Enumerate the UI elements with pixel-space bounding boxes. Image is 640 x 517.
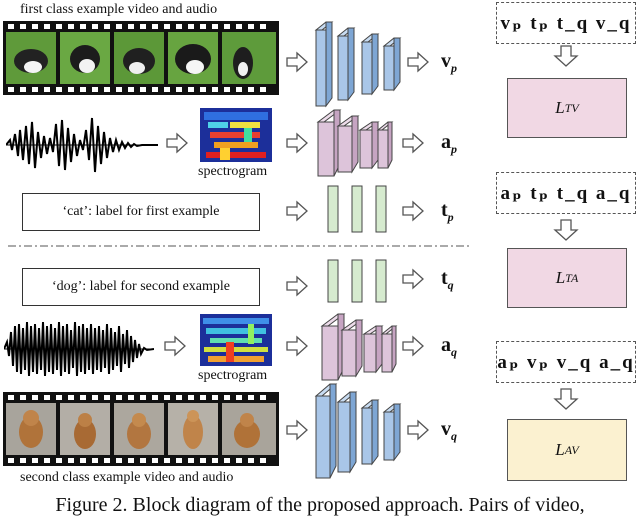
arrow-label-cat-icon	[286, 201, 308, 221]
arrow-spec-1-icon	[286, 133, 308, 153]
spectrogram-2-caption: spectrogram	[198, 368, 268, 383]
label-box-cat: ‘cat’: label for first example	[22, 193, 260, 231]
output-vp: vp	[441, 50, 457, 75]
audio-network-2	[320, 313, 398, 381]
output-vq: vq	[441, 418, 457, 443]
arrow-out-vq-icon	[407, 420, 429, 440]
separator-line	[8, 245, 472, 247]
pair-box-tv: vₚ tₚ t_q v_q	[496, 2, 636, 44]
first-video-caption: first class example video and audio	[20, 2, 218, 17]
arrow-video-2-icon	[286, 420, 308, 440]
pair-box-av: aₚ vₚ v_q a_q	[496, 341, 636, 383]
label-box-dog: ‘dog’: label for second example	[22, 268, 260, 306]
spectrogram-2	[200, 314, 272, 366]
pair-box-ta: aₚ tₚ t_q a_q	[496, 172, 636, 214]
audio-waveform-2	[4, 321, 154, 377]
arrow-out-ap-icon	[402, 133, 424, 153]
spectrogram-1	[200, 108, 272, 162]
arrow-out-tq-icon	[402, 269, 424, 289]
arrow-down-ta-icon	[554, 219, 578, 241]
output-tq: tq	[441, 267, 454, 292]
video-network-2	[314, 383, 402, 479]
arrow-video-1-icon	[286, 52, 308, 72]
arrow-down-av-icon	[554, 388, 578, 410]
video-network-1	[314, 21, 402, 108]
arrow-wave-1-icon	[166, 133, 188, 153]
arrow-spec-2-icon	[286, 336, 308, 356]
arrow-out-vp-icon	[407, 52, 429, 72]
text-network-2	[327, 259, 387, 303]
arrow-out-tp-icon	[402, 201, 424, 221]
arrow-label-dog-icon	[286, 276, 308, 296]
film-strip-cat	[3, 21, 279, 95]
film-strip-dog	[3, 392, 279, 466]
arrow-down-tv-icon	[554, 45, 578, 67]
arrow-out-aq-icon	[402, 336, 424, 356]
audio-network-1	[316, 109, 394, 177]
arrow-wave-2-icon	[164, 336, 186, 356]
audio-waveform-1	[6, 117, 158, 173]
spectrogram-1-caption: spectrogram	[198, 164, 268, 179]
output-tp: tp	[441, 199, 454, 224]
second-video-caption: second class example video and audio	[20, 470, 234, 485]
text-network-1	[327, 185, 387, 233]
output-aq: aq	[441, 334, 457, 359]
output-ap: ap	[441, 131, 457, 156]
figure-caption: Figure 2. Block diagram of the proposed …	[55, 494, 585, 516]
